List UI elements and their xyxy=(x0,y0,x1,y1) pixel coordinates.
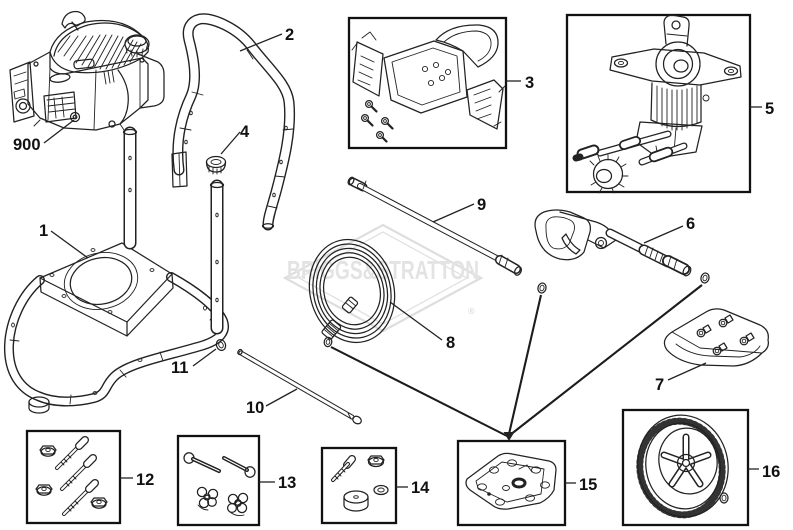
bolt-kit-illustration xyxy=(35,436,108,516)
callout-4: 4 xyxy=(240,123,250,141)
wheel-illustration xyxy=(636,414,729,519)
lance-illustration xyxy=(347,176,547,294)
callout-2: 2 xyxy=(285,26,294,44)
callout-12: 12 xyxy=(136,471,154,489)
handle-illustration xyxy=(171,13,296,231)
leader-lines xyxy=(43,33,762,488)
callout-3: 3 xyxy=(525,74,534,92)
hose-illustration xyxy=(308,238,396,348)
callout-7: 7 xyxy=(655,376,664,394)
callout-11: 11 xyxy=(171,359,188,377)
part-box-3 xyxy=(347,16,508,150)
callout-5: 5 xyxy=(765,100,774,118)
part-box-12 xyxy=(25,429,122,525)
part-box-5 xyxy=(565,13,752,194)
pump-illustration xyxy=(572,14,742,194)
part-box-13 xyxy=(176,434,261,527)
knob-kit-illustration xyxy=(183,452,256,517)
callout-6: 6 xyxy=(686,215,695,233)
nozzle-tray-illustration xyxy=(663,308,769,367)
callout-16: 16 xyxy=(762,463,780,481)
callout-14: 14 xyxy=(411,479,430,497)
console-screws xyxy=(360,99,394,143)
callout-10: 10 xyxy=(246,399,264,417)
frame-illustration xyxy=(3,126,229,414)
callout-15: 15 xyxy=(579,476,597,494)
part-box-15 xyxy=(456,439,567,527)
part-box-14 xyxy=(320,446,398,525)
handle-cap-illustration xyxy=(205,155,227,175)
callout-13: 13 xyxy=(278,474,296,492)
callout-9: 9 xyxy=(477,196,486,214)
arrowhead-into-box-15 xyxy=(503,432,515,441)
foot-kit-illustration xyxy=(331,455,389,512)
watermark-registered-mark: ® xyxy=(468,306,475,316)
part-box-16 xyxy=(621,408,750,527)
panel-kit-illustration xyxy=(465,452,557,510)
console-panel-illustration xyxy=(351,24,506,143)
nozzles xyxy=(696,314,755,356)
callout-900: 900 xyxy=(13,136,41,154)
rod-illustration xyxy=(237,348,362,425)
ring-illustration xyxy=(215,338,227,352)
spray-gun-illustration xyxy=(534,209,710,284)
callout-1: 1 xyxy=(39,222,48,240)
engine-illustration xyxy=(9,10,165,131)
callout-8: 8 xyxy=(446,334,455,352)
callout-labels: 900 1 2 3 4 5 6 7 8 9 10 11 12 13 14 15 … xyxy=(13,26,780,497)
